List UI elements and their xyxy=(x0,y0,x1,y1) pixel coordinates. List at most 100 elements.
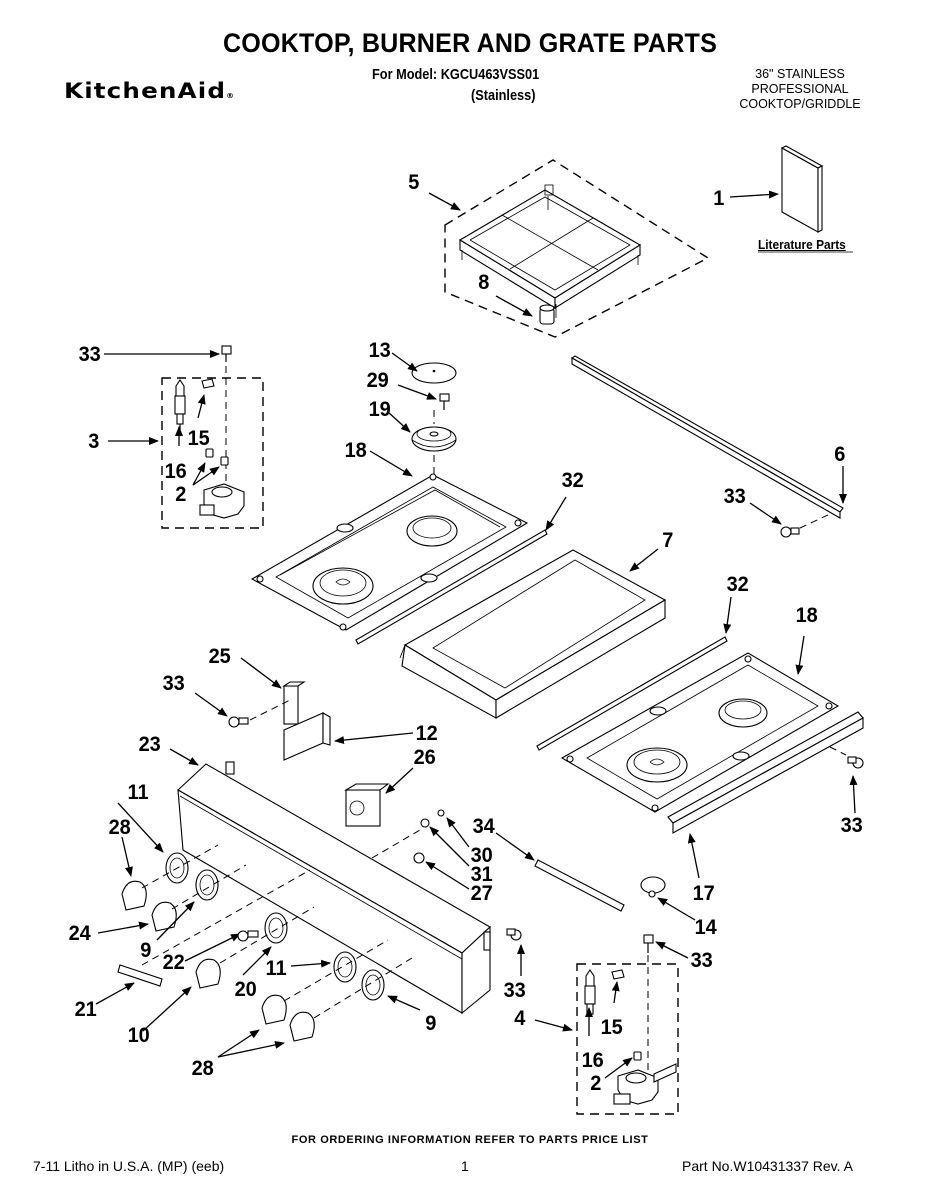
flame-screw xyxy=(237,930,259,942)
callout-screw: 33 xyxy=(503,979,526,1002)
callout-griddle: 7 xyxy=(662,529,674,552)
burner-valve xyxy=(199,483,245,519)
knob-bezel xyxy=(195,869,219,901)
igniter-clip xyxy=(611,969,625,980)
callout-seal-strip: 32 xyxy=(726,573,749,596)
callout-nameplate: 21 xyxy=(74,998,97,1021)
callout-burner-box: 18 xyxy=(344,439,367,462)
trim-screw xyxy=(780,526,800,538)
brand-name: KitchenAid xyxy=(64,80,227,104)
knob-bezel xyxy=(361,969,385,1001)
callout-bezel: 11 xyxy=(127,781,149,804)
screw xyxy=(643,934,654,953)
callout-screw: 33 xyxy=(162,672,185,695)
callout-knob: 28 xyxy=(108,816,131,839)
registered-mark: ® xyxy=(226,92,234,100)
literature-booklet xyxy=(780,145,824,233)
callout-module-bracket: 25 xyxy=(208,645,231,668)
control-knob xyxy=(261,994,287,1025)
control-knob xyxy=(151,901,177,932)
description-line: PROFESSIONAL xyxy=(751,82,849,96)
callout-grate: 5 xyxy=(408,171,420,194)
grate-foot xyxy=(539,304,555,325)
callout-burner-base: 19 xyxy=(368,398,391,421)
rear-trim xyxy=(570,355,844,519)
callout-grommet: 27 xyxy=(470,882,493,905)
model-finish: (Stainless) xyxy=(471,87,536,104)
callout-grommet: 30 xyxy=(470,844,493,867)
igniter-module-bracket xyxy=(282,681,306,725)
callout-burner-box: 18 xyxy=(795,604,818,627)
callout-bezel: 9 xyxy=(140,939,152,962)
orifice xyxy=(633,1051,642,1061)
igniter-electrode xyxy=(174,379,186,430)
griddle xyxy=(399,549,667,719)
knob-bezel xyxy=(333,951,357,983)
callout-knob: 28 xyxy=(191,1057,214,1080)
burner-seal-strip xyxy=(355,529,548,645)
litho-info: 7-11 Litho in U.S.A. (MP) (eeb) xyxy=(33,1158,225,1174)
burner-box-left xyxy=(250,473,529,631)
product-description: 36" STAINLESS PROFESSIONAL COOKTOP/GRIDD… xyxy=(720,67,880,112)
mounting-plate xyxy=(283,712,331,761)
burner-seal-strip xyxy=(536,636,728,751)
control-knob xyxy=(121,880,147,911)
callout-screw: 33 xyxy=(78,343,101,366)
callout-electrode: 16 xyxy=(581,1049,604,1072)
callout-bezel: 11 xyxy=(265,957,287,980)
grate-kit-outline xyxy=(444,159,710,338)
front-trim xyxy=(667,711,864,834)
callout-spark-module: 26 xyxy=(413,746,436,769)
burner-box-right xyxy=(560,652,840,813)
burner-valve xyxy=(613,1063,677,1105)
callout-control-panel: 23 xyxy=(138,733,161,756)
callout-seal-strip: 32 xyxy=(561,469,584,492)
callout-rear-trim: 6 xyxy=(834,443,846,466)
callout-burner-cap: 13 xyxy=(368,339,391,362)
callout-igniter-clip: 15 xyxy=(187,427,210,450)
brand-nameplate xyxy=(117,964,163,987)
callout-heat-shield: 34 xyxy=(472,815,495,838)
callout-valve-kit: 3 xyxy=(88,430,100,453)
page-title: COOKTOP, BURNER AND GRATE PARTS xyxy=(222,28,718,58)
description-line: COOKTOP/GRIDDLE xyxy=(739,97,861,111)
page-number: 1 xyxy=(461,1158,469,1174)
callout-screw: 33 xyxy=(723,485,746,508)
callout-bezel: 20 xyxy=(234,978,257,1001)
callout-spring-clip: 14 xyxy=(694,916,717,939)
mounting-screw xyxy=(221,345,232,362)
brand-logo: KitchenAid® xyxy=(64,80,234,104)
callout-literature: 1 xyxy=(713,187,725,210)
description-line: 36" STAINLESS xyxy=(755,67,845,81)
callout-orifice: 2 xyxy=(175,483,187,506)
callout-front-trim: 17 xyxy=(692,882,715,905)
igniter-electrode xyxy=(584,969,596,1015)
model-number: For Model: KGCU463VSS01 xyxy=(372,66,540,83)
ordering-note: FOR ORDERING INFORMATION REFER TO PARTS … xyxy=(291,1134,649,1146)
valve-kit-outline xyxy=(576,963,679,1115)
grommet xyxy=(413,809,445,864)
part-number: Part No.W10431337 Rev. A xyxy=(682,1158,853,1174)
callout-knob: 24 xyxy=(68,922,91,945)
igniter-clip xyxy=(201,378,215,389)
spark-module xyxy=(344,783,390,827)
callout-screw: 33 xyxy=(690,949,713,972)
knob-bezel xyxy=(264,912,288,944)
heat-shield xyxy=(534,859,625,912)
callout-igniter-clip: 15 xyxy=(600,1016,623,1039)
control-panel xyxy=(177,761,491,1015)
callout-bezel: 9 xyxy=(425,1012,437,1035)
burner-screw xyxy=(439,393,450,410)
orifice xyxy=(205,448,229,466)
callout-grate-foot: 8 xyxy=(478,271,490,294)
callout-flame-screw: 22 xyxy=(162,951,185,974)
control-knob xyxy=(289,1011,315,1042)
callout-electrode: 16 xyxy=(164,460,187,483)
callout-grommet: 31 xyxy=(470,863,493,886)
callout-knob: 10 xyxy=(127,1024,150,1047)
trim-screw xyxy=(847,756,864,769)
callout-orifice: 2 xyxy=(590,1072,602,1095)
callout-screw: 33 xyxy=(840,814,863,837)
burner-grate xyxy=(458,184,642,318)
